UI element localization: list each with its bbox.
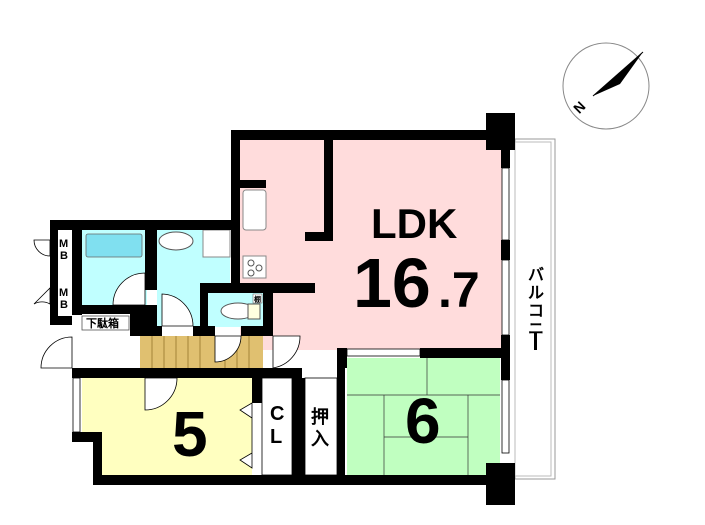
balcony-label-char: コ — [528, 301, 544, 320]
closet-label-1: C — [270, 403, 284, 425]
stove — [242, 255, 267, 279]
balcony-label-char: ニ — [528, 319, 544, 338]
kitchen-sink — [242, 189, 267, 231]
doors[interactable] — [33, 239, 301, 469]
mb-1-label-2: B — [60, 250, 68, 262]
toilet-shelf — [252, 293, 263, 304]
shoe-box-label: 下駄箱 — [86, 316, 119, 330]
balcony-label-char: バ — [528, 265, 544, 284]
meter-box-1 — [58, 230, 72, 266]
ldk-floor — [240, 140, 502, 350]
closet-floor — [261, 377, 293, 476]
oshiire-label-2: 入 — [311, 429, 329, 450]
western-room-door[interactable] — [144, 377, 178, 411]
bathtub — [85, 233, 143, 258]
mb-door-1[interactable] — [33, 239, 51, 257]
mb-2-label-1: M — [59, 287, 68, 299]
hallway-floor — [140, 336, 263, 368]
balcony-label-char: ル — [528, 283, 544, 302]
washbasin — [158, 231, 194, 251]
western-room-floor — [82, 378, 252, 475]
oshiire-label-1: 押 — [311, 406, 329, 428]
balcony-label: バ ル コ ニ — [528, 265, 544, 350]
ldk-size-decimal: .7 — [438, 262, 480, 318]
mb-1-label-1: M — [59, 238, 68, 250]
toilet-shelf-label: 棚 — [254, 295, 261, 304]
japanese-room-floor — [347, 358, 500, 475]
compass: N — [562, 42, 650, 130]
bathroom-door[interactable] — [112, 272, 146, 306]
closet-door[interactable] — [239, 402, 253, 469]
japanese-room-size: 6 — [405, 385, 441, 457]
ldk-door[interactable] — [272, 335, 301, 369]
toilet-door[interactable] — [214, 335, 242, 363]
washroom-door[interactable] — [161, 293, 194, 327]
shoe-box — [81, 315, 130, 331]
mb-door-2[interactable] — [33, 287, 51, 305]
tatami-lines — [347, 358, 500, 475]
washing-machine-space — [202, 229, 231, 258]
entrance-door[interactable] — [40, 336, 73, 369]
oshiire-floor — [304, 377, 338, 476]
walls — [50, 113, 515, 505]
closet-label-2: L — [270, 426, 282, 448]
toilet-tank — [247, 303, 261, 320]
ldk-size-main: 16 — [353, 244, 431, 322]
balcony: バ ル コ ニ — [514, 138, 556, 480]
meter-box-2 — [58, 278, 72, 314]
mb-2-label-2: B — [60, 299, 68, 311]
western-room-size: 5 — [172, 398, 208, 470]
windows — [72, 167, 510, 454]
ldk-label: LDK — [371, 200, 457, 247]
